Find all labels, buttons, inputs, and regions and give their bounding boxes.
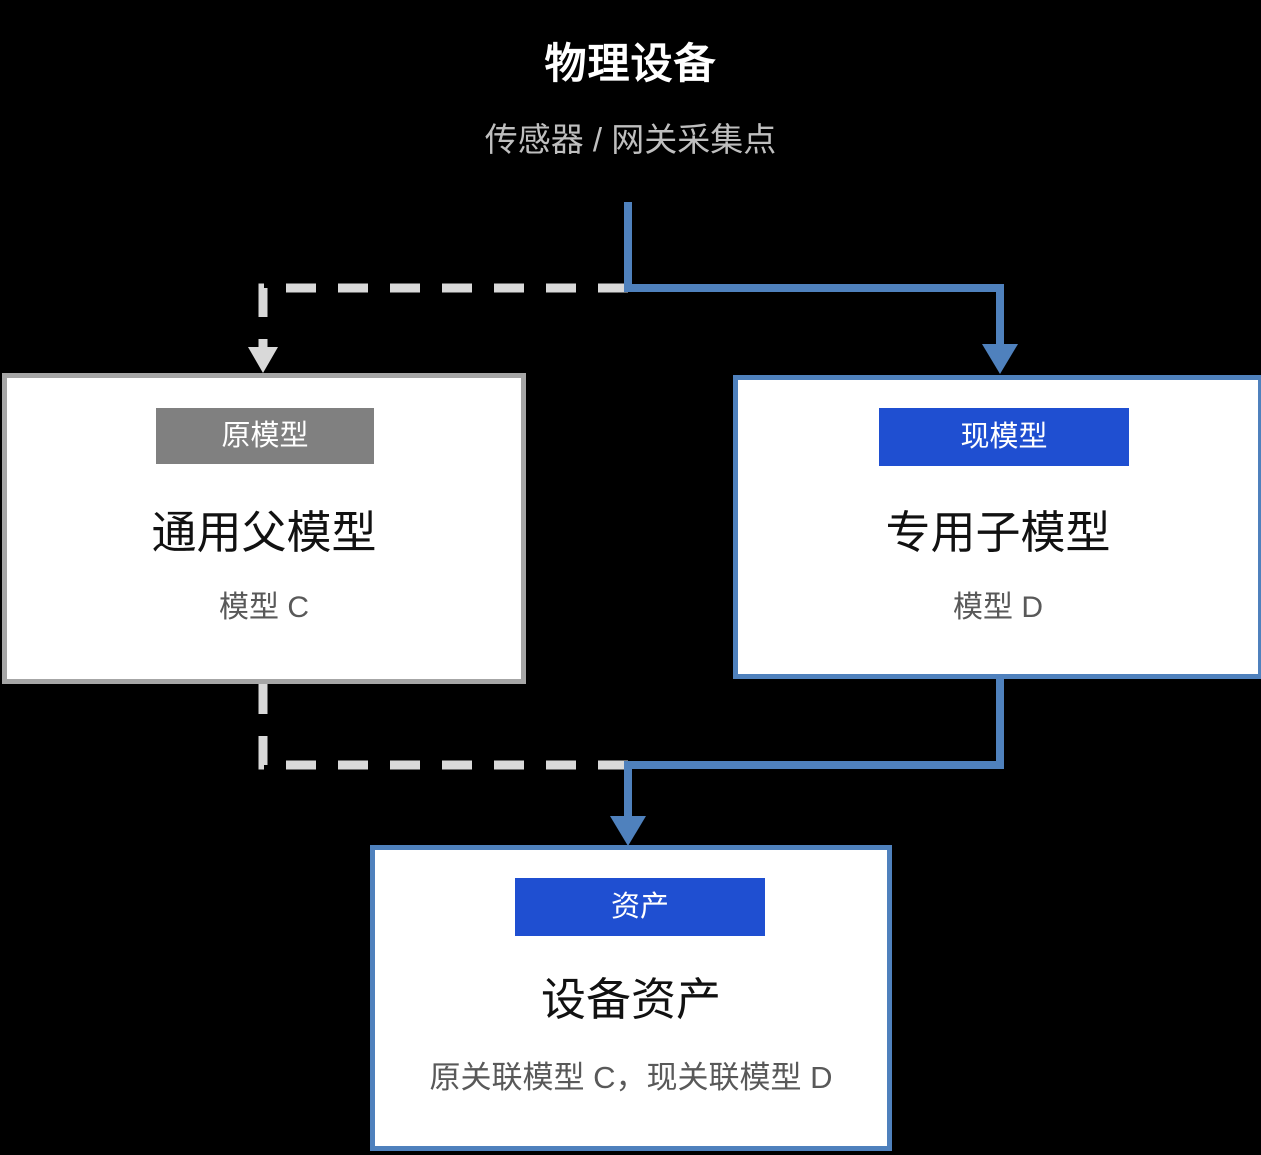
- node-asset-badge: 资产: [515, 878, 765, 936]
- arrowhead-down-icon: [610, 816, 646, 846]
- node-asset[interactable]: 资产 设备资产 原关联模型 C，现关联模型 D: [370, 845, 892, 1151]
- node-asset-subtitle: 原关联模型 C，现关联模型 D: [429, 1060, 833, 1095]
- node-current-model-title: 专用子模型: [885, 508, 1111, 558]
- node-legacy-model-title: 通用父模型: [151, 508, 377, 558]
- node-legacy-model-badge: 原模型: [156, 408, 374, 464]
- dashed-path: [258, 283, 628, 352]
- page-title: 物理设备: [544, 40, 717, 87]
- connector-device-to-legacy-model: [248, 283, 628, 373]
- node-asset-title: 设备资产: [540, 975, 721, 1025]
- connector-device-to-current-model: [624, 202, 1018, 374]
- node-legacy-model[interactable]: 原模型 通用父模型 模型 C: [2, 373, 526, 684]
- solid-path: [624, 679, 1004, 820]
- connector-current-model-to-asset: [610, 679, 1004, 846]
- dashed-path: [258, 684, 628, 770]
- arrowhead-down-icon: [982, 344, 1018, 374]
- node-current-model[interactable]: 现模型 专用子模型 模型 D: [733, 375, 1261, 679]
- arrowhead-down-icon: [248, 347, 278, 373]
- connector-legacy-model-to-asset: [258, 684, 628, 770]
- node-current-model-subtitle: 模型 D: [953, 591, 1043, 624]
- page-subtitle: 传感器 / 网关采集点: [484, 121, 777, 158]
- node-legacy-model-subtitle: 模型 C: [219, 591, 309, 624]
- node-current-model-badge: 现模型: [879, 408, 1129, 466]
- solid-path: [624, 202, 1004, 348]
